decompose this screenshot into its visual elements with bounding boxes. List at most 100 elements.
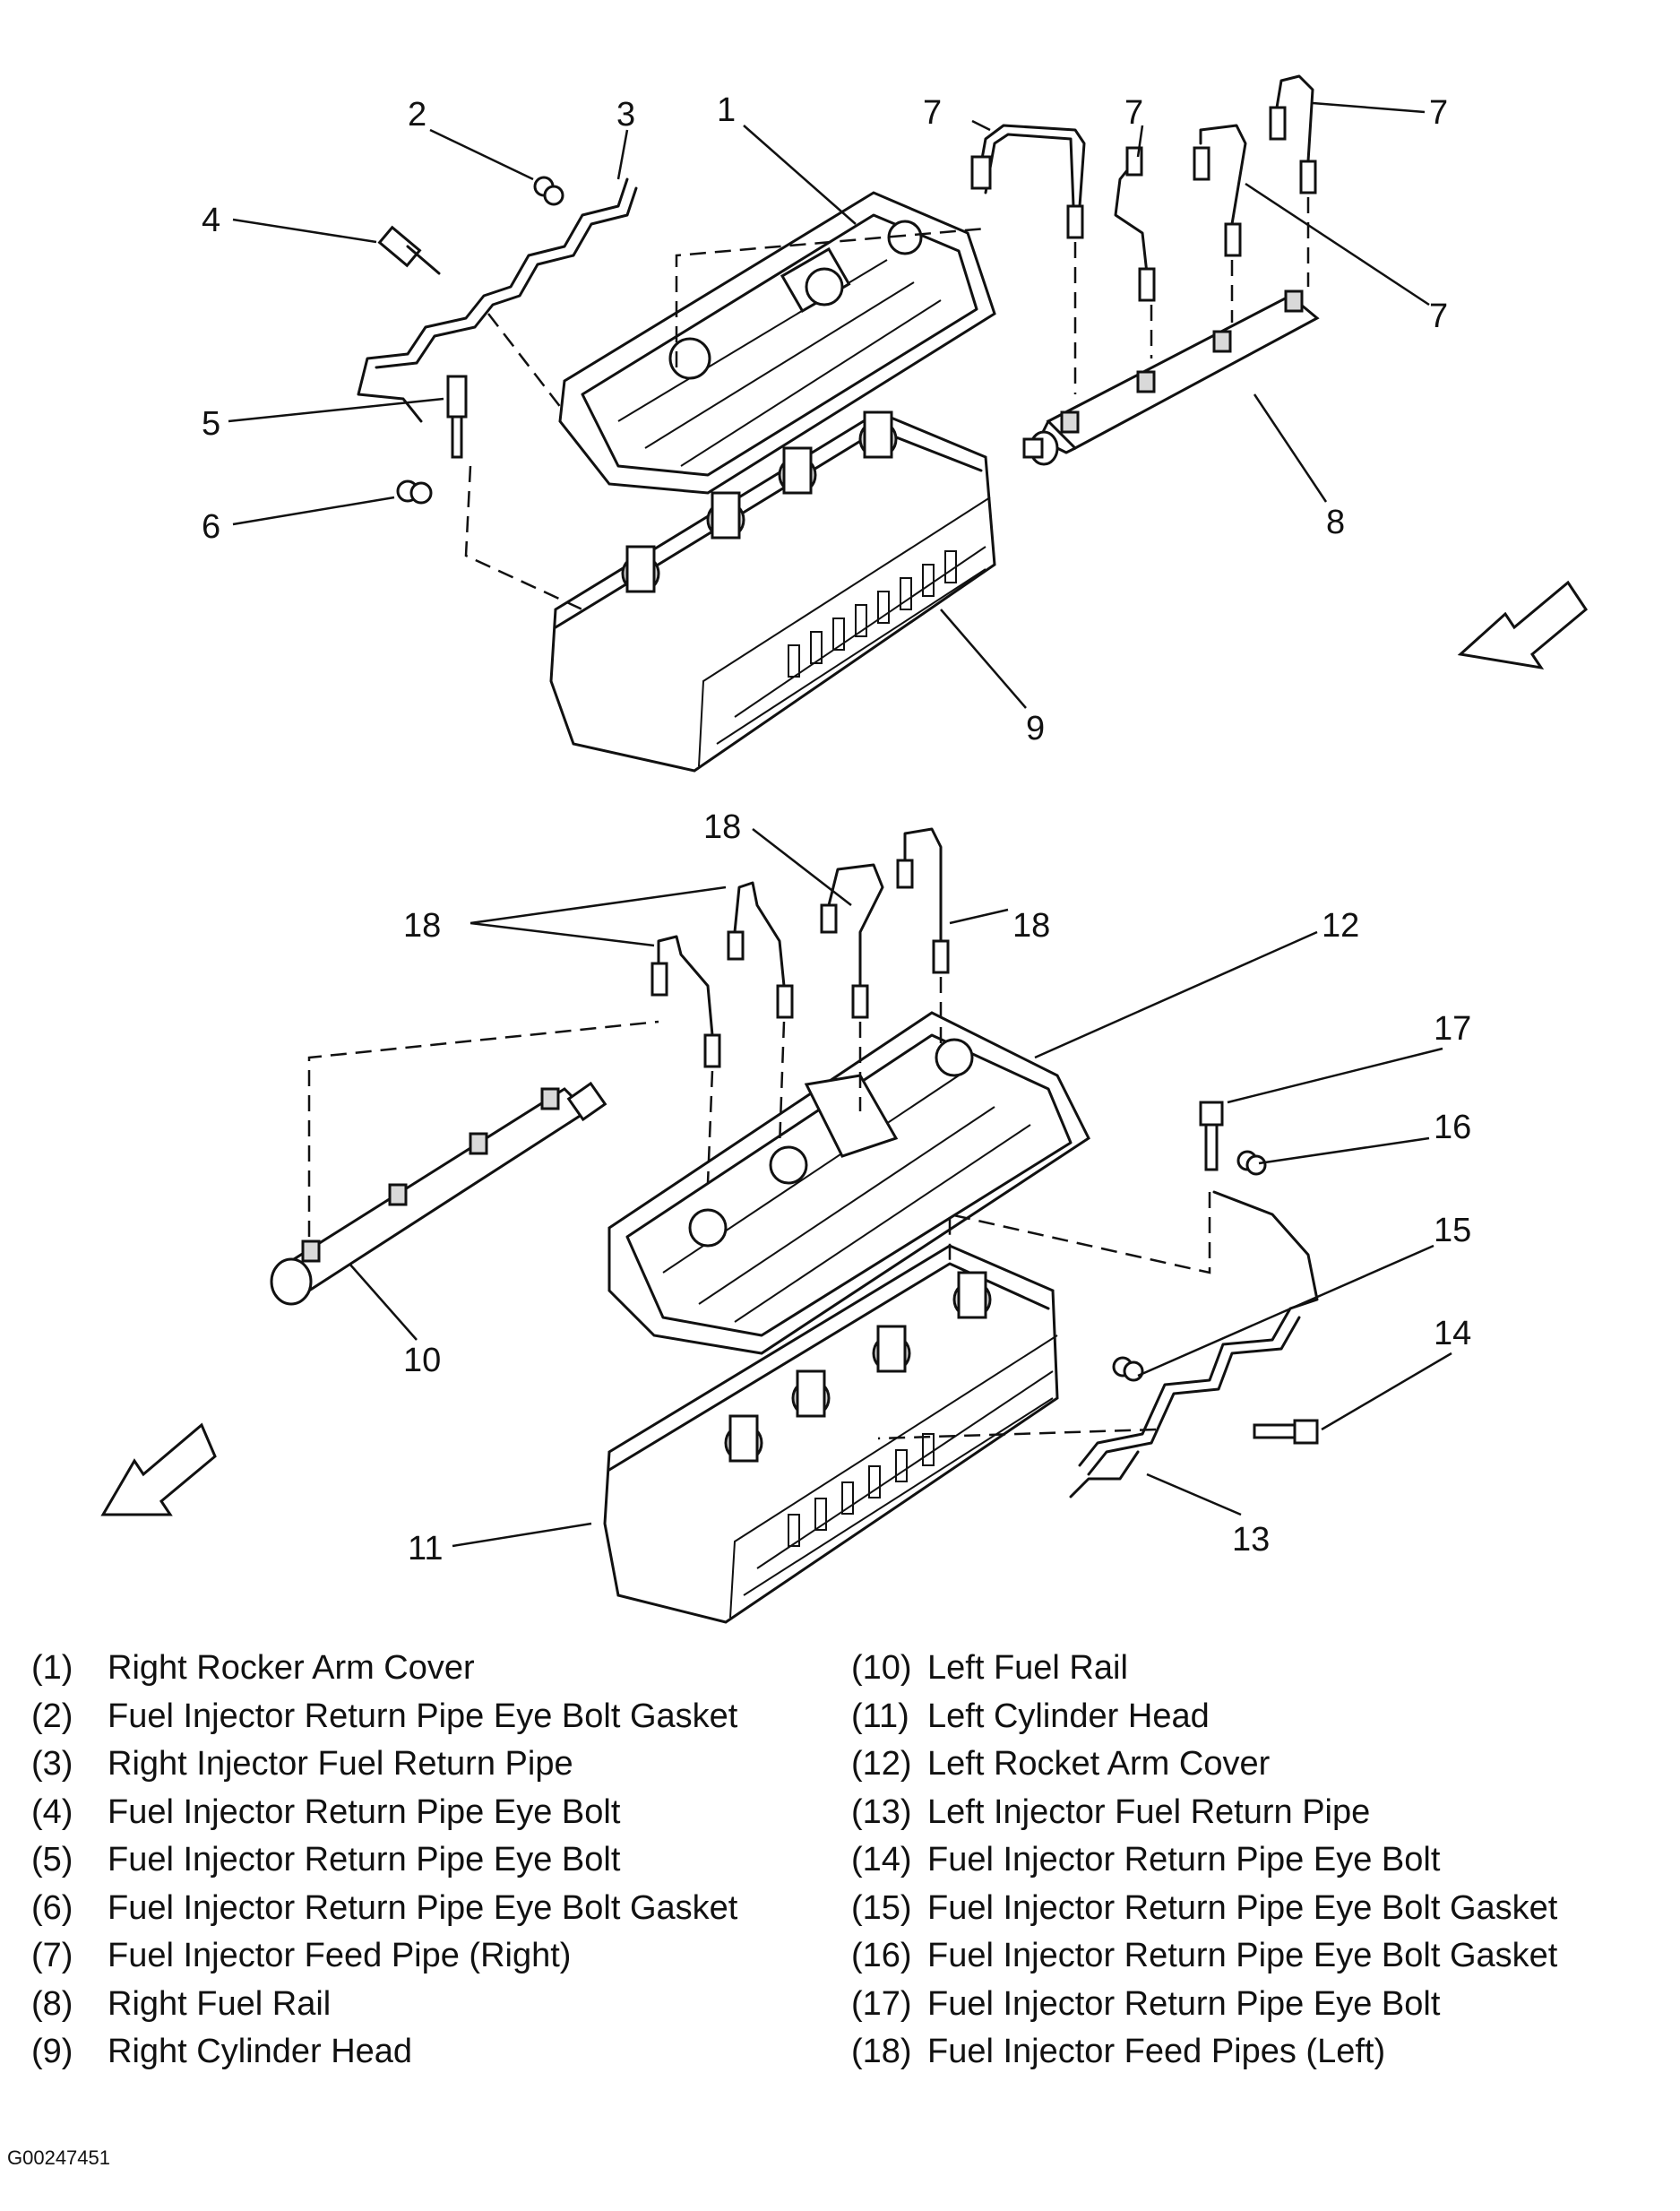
right-fuel-rail bbox=[1022, 289, 1320, 466]
right-rocker-arm-cover bbox=[558, 191, 996, 495]
legend-item: (12) Left Rocket Arm Cover bbox=[851, 1740, 1557, 1789]
right-injector-fuel-return-pipe bbox=[357, 177, 629, 423]
left-fuel-injector-feed-pipes bbox=[650, 827, 950, 1184]
legend-label: Left Fuel Rail bbox=[927, 1649, 1128, 1688]
legend-item: (17) Fuel Injector Return Pipe Eye Bolt bbox=[851, 1981, 1557, 2029]
legend-item: (14)Fuel Injector Return Pipe Eye Bolt bbox=[851, 1836, 1557, 1885]
legend-item: (6) Fuel Injector Return Pipe Eye Bolt Ga… bbox=[31, 1885, 737, 1933]
callout-7b: 7 bbox=[1124, 94, 1143, 132]
legend-num: (10) bbox=[851, 1649, 912, 1688]
legend-item: (11) Left Cylinder Head bbox=[851, 1693, 1557, 1741]
eye-bolt-17 bbox=[1199, 1101, 1224, 1171]
callout-17: 17 bbox=[1434, 1010, 1471, 1048]
left-injector-fuel-return-pipe bbox=[1078, 1190, 1319, 1467]
legend-label: Left Injector Fuel Return Pipe bbox=[927, 1792, 1371, 1831]
legend-label: Fuel Injector Return Pipe Eye Bolt bbox=[927, 1984, 1441, 2023]
legend-item: (4) Fuel Injector Return Pipe Eye Bolt bbox=[31, 1789, 737, 1837]
legend-item: (3) Right Injector Fuel Return Pipe bbox=[31, 1740, 737, 1789]
legend-num: (3) bbox=[31, 1745, 73, 1783]
callout-18c: 18 bbox=[1012, 907, 1050, 945]
leader-lines bbox=[228, 101, 1452, 1548]
legend-item: (13) Left Injector Fuel Return Pipe bbox=[851, 1789, 1557, 1837]
legend-item: (9) Right Cylinder Head bbox=[31, 2028, 737, 2077]
eye-bolt-gasket-6 bbox=[396, 479, 433, 505]
callout-6: 6 bbox=[202, 508, 220, 546]
legend-num: (1) bbox=[31, 1649, 73, 1688]
legend-num: (17) bbox=[851, 1984, 912, 2023]
legend-num: (2) bbox=[31, 1697, 73, 1735]
legend-label: Fuel Injector Return Pipe Eye Bolt bbox=[108, 1841, 621, 1879]
legend-label: Right Cylinder Head bbox=[108, 2033, 413, 2071]
legend-label: Fuel Injector Return Pipe Eye Bolt bbox=[108, 1792, 621, 1831]
legend-label: Left Cylinder Head bbox=[927, 1697, 1210, 1735]
legend-label: Fuel Injector Return Pipe Eye Bolt Gaske… bbox=[108, 1697, 738, 1735]
legend-item: (18) Fuel Injector Feed Pipes (Left) bbox=[851, 2028, 1557, 2077]
eye-bolt-14 bbox=[1253, 1419, 1319, 1445]
callout-2: 2 bbox=[408, 96, 426, 134]
eye-bolt-4 bbox=[377, 225, 441, 275]
eye-bolt-5 bbox=[446, 375, 468, 459]
callout-7c: 7 bbox=[1429, 94, 1448, 132]
legend-label: Fuel Injector Return Pipe Eye Bolt Gaske… bbox=[927, 1937, 1558, 1975]
legend-label: Right Injector Fuel Return Pipe bbox=[108, 1745, 573, 1783]
legend-item: (7) Fuel Injector Feed Pipe (Right) bbox=[31, 1932, 737, 1981]
callout-18a: 18 bbox=[403, 907, 441, 945]
legend-item: (8) Right Fuel Rail bbox=[31, 1981, 737, 2029]
legend-num: (5) bbox=[31, 1841, 73, 1879]
callout-10: 10 bbox=[403, 1342, 441, 1379]
left-cylinder-head bbox=[603, 1244, 1059, 1624]
legend-num: (9) bbox=[31, 2033, 73, 2071]
callout-5: 5 bbox=[202, 405, 220, 443]
legend-label: Left Rocket Arm Cover bbox=[927, 1745, 1271, 1783]
legend-item: (15) Fuel Injector Return Pipe Eye Bolt G… bbox=[851, 1885, 1557, 1933]
callout-16: 16 bbox=[1434, 1109, 1471, 1146]
legend-num: (7) bbox=[31, 1937, 73, 1975]
legend-label: Fuel Injector Feed Pipes (Left) bbox=[927, 2033, 1386, 2071]
left-rocker-arm-cover bbox=[607, 1011, 1090, 1355]
legend-item: (16) Fuel Injector Return Pipe Eye Bolt G… bbox=[851, 1932, 1557, 1981]
legend-num: (11) bbox=[851, 1697, 909, 1735]
callout-11: 11 bbox=[408, 1530, 443, 1568]
callout-13: 13 bbox=[1232, 1521, 1270, 1559]
callout-15: 15 bbox=[1434, 1212, 1471, 1249]
legend-num: (6) bbox=[31, 1888, 73, 1927]
legend-num: (18) bbox=[851, 2033, 912, 2071]
legend-item: (5) Fuel Injector Return Pipe Eye Bolt bbox=[31, 1836, 737, 1885]
legend-left: (1) Right Rocker Arm Cover (2) Fuel Inject… bbox=[31, 1645, 737, 2077]
legend-num: (13) bbox=[851, 1792, 912, 1831]
legend-right: (10) Left Fuel Rail (11) Left Cylinder Hea… bbox=[851, 1645, 1557, 2077]
callout-8: 8 bbox=[1326, 504, 1345, 541]
callout-18b: 18 bbox=[703, 808, 741, 846]
legend-num: (15) bbox=[851, 1888, 912, 1927]
left-fuel-rail bbox=[270, 1081, 607, 1306]
legend-num: (4) bbox=[31, 1792, 73, 1831]
legend-label: Right Fuel Rail bbox=[108, 1984, 332, 2023]
legend-label: Fuel Injector Feed Pipe (Right) bbox=[108, 1937, 572, 1975]
eye-bolt-gasket-15 bbox=[1112, 1356, 1144, 1382]
legend-num: (8) bbox=[31, 1984, 73, 2023]
legend-label: Fuel Injector Return Pipe Eye Bolt Gaske… bbox=[927, 1888, 1558, 1927]
callout-7a: 7 bbox=[923, 94, 942, 132]
orientation-arrow-bottom bbox=[100, 1422, 217, 1516]
callout-3: 3 bbox=[616, 96, 635, 134]
legend-label: Right Rocker Arm Cover bbox=[108, 1649, 475, 1688]
callout-14: 14 bbox=[1434, 1315, 1471, 1352]
eye-bolt-gasket-16 bbox=[1236, 1150, 1267, 1176]
callout-4: 4 bbox=[202, 202, 220, 239]
callout-9: 9 bbox=[1026, 710, 1045, 747]
callout-7d: 7 bbox=[1429, 298, 1448, 335]
legend-label: Fuel Injector Return Pipe Eye Bolt bbox=[927, 1841, 1441, 1879]
eye-bolt-gasket-2 bbox=[533, 176, 564, 206]
orientation-arrow-top bbox=[1457, 580, 1588, 670]
legend-num: (16) bbox=[851, 1937, 912, 1975]
legend-item: (2) Fuel Injector Return Pipe Eye Bolt Ga… bbox=[31, 1693, 737, 1741]
callout-1: 1 bbox=[717, 91, 736, 129]
callout-12: 12 bbox=[1322, 907, 1359, 945]
legend-label: Fuel Injector Return Pipe Eye Bolt Gaske… bbox=[108, 1888, 738, 1927]
figure-code: G00247451 bbox=[7, 2146, 110, 2169]
right-fuel-injector-feed-pipes bbox=[970, 74, 1317, 394]
legend-num: (12) bbox=[851, 1745, 912, 1783]
legend-item: (1) Right Rocker Arm Cover bbox=[31, 1645, 737, 1693]
exploded-view-diagram: 1 2 3 4 5 6 7 7 7 7 8 9 10 11 12 13 14 1… bbox=[100, 74, 1588, 1624]
right-cylinder-head bbox=[549, 410, 996, 773]
